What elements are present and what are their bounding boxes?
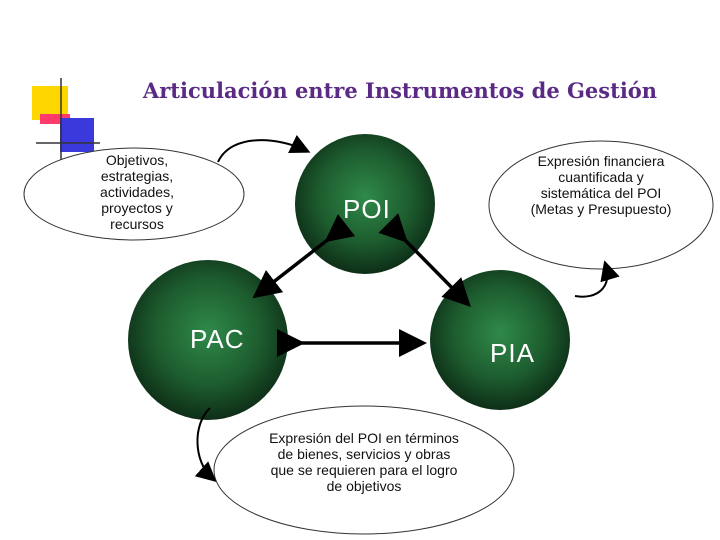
left-note-to-poi-arrow <box>217 134 311 163</box>
logo-blue-square <box>60 118 94 152</box>
poi-label: POI <box>343 194 391 224</box>
logo-red-bar <box>40 114 70 124</box>
pac-to-bottom-note-arrow <box>194 407 217 482</box>
poi-pac-arrow <box>252 214 356 299</box>
pia-label: PIA <box>490 338 535 368</box>
right-note-text: Expresión financiera cuantificada y sist… <box>530 153 672 217</box>
left-note-ellipse <box>23 147 245 241</box>
pac-label: PAC <box>190 324 245 354</box>
poi-pia-arrow <box>378 213 471 307</box>
pac-circle <box>128 260 288 420</box>
logo-decoration <box>32 78 100 160</box>
bottom-note-text: Expresión del POI en términos de bienes,… <box>269 430 459 494</box>
slide-title: Articulación entre Instrumentos de Gesti… <box>142 78 658 103</box>
left-note-text: Objetivos, estrategias, actividades, pro… <box>100 152 174 232</box>
pia-to-right-note-arrow <box>574 260 620 298</box>
